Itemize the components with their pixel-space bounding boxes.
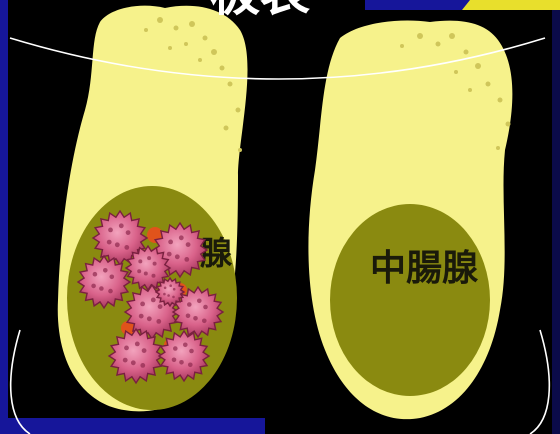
virus-particle [159,331,209,381]
slide-title: 极表 [210,0,310,22]
healthy-gland-nucleus [330,204,490,396]
virus-particle [78,256,130,308]
right-gland-label: 中腸腺 [370,248,479,289]
virus-particle [156,278,184,306]
virus-particle [109,329,163,383]
healthy-cell [308,21,512,420]
